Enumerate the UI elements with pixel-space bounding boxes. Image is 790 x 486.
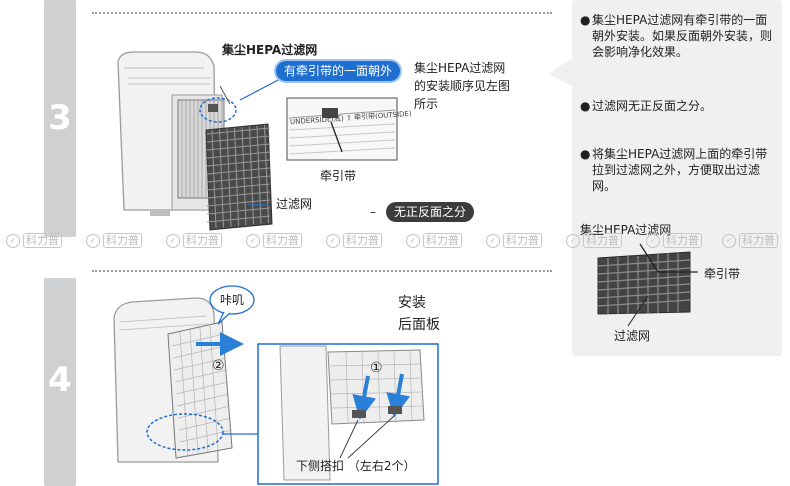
- panel-diagram-strap: 牵引带: [704, 267, 741, 281]
- watermark-6: ✓科力普: [406, 233, 462, 248]
- watermark-text: 科力普: [23, 233, 62, 248]
- bullet-text-3: 将集尘HEPA过滤网上面的牵引带拉到过滤网之外，方便取出过滤网。: [592, 147, 768, 193]
- bullet-dot: ●: [580, 13, 591, 27]
- watermark-text: 科力普: [103, 233, 142, 248]
- step-circle-1: ①: [370, 360, 383, 376]
- panel-diagram-filter: 过滤网: [614, 329, 651, 343]
- panel-bullet-3: ● 将集尘HEPA过滤网上面的牵引带拉到过滤网之外，方便取出过滤网。: [580, 146, 776, 194]
- step-3-number: 3: [48, 98, 72, 138]
- watermark-3: ✓科力普: [166, 233, 222, 248]
- watermark-text: 科力普: [423, 233, 462, 248]
- hepa-label: 集尘HEPA过滤网: [222, 43, 318, 57]
- bullet-text-2: 过滤网无正反面之分。: [592, 99, 713, 113]
- step-circle-2: ②: [212, 358, 225, 374]
- watermark-check-icon: ✓: [166, 233, 180, 248]
- watermark-1: ✓科力普: [6, 233, 62, 248]
- install-title-line-1: 安装: [398, 295, 426, 311]
- note-line-1: 集尘HEPA过滤网: [414, 61, 506, 75]
- bullet-dot: ●: [580, 99, 591, 113]
- bullet-text-1: 集尘HEPA过滤网有牵引带的一面朝外安装。如果反面朝外安装，则会影响净化效果。: [592, 13, 773, 59]
- pill-dash: –: [370, 205, 376, 219]
- watermark-check-icon: ✓: [566, 233, 580, 248]
- no-front-back-pill: 无正反面之分: [386, 202, 475, 222]
- watermark-check-icon: ✓: [246, 233, 260, 248]
- watermark-text: 科力普: [583, 233, 622, 248]
- strap-label: 牵引带: [320, 169, 357, 183]
- watermark-10: ✓科力普: [722, 233, 778, 248]
- watermark-text: 科力普: [263, 233, 302, 248]
- watermark-4: ✓科力普: [246, 233, 302, 248]
- note-line-3: 所示: [414, 97, 439, 111]
- watermark-check-icon: ✓: [86, 233, 100, 248]
- panel-bullet-2: ● 过滤网无正反面之分。: [580, 98, 776, 114]
- install-title-line-2: 后面板: [398, 317, 440, 333]
- watermark-text: 科力普: [739, 233, 778, 248]
- watermark-text: 科力普: [183, 233, 222, 248]
- watermark-check-icon: ✓: [722, 233, 736, 248]
- divider-top: [92, 12, 552, 14]
- watermark-9: ✓科力普: [646, 233, 702, 248]
- watermark-check-icon: ✓: [406, 233, 420, 248]
- note-line-2: 的安装顺序见左图: [414, 79, 511, 93]
- strap-side-out-pill: 有牵引带的一面朝外: [276, 61, 401, 81]
- step-4-number: 4: [48, 360, 72, 400]
- click-sound-bubble: 咔叽: [220, 293, 245, 307]
- step-3-bar: 3: [44, 0, 76, 237]
- watermark-check-icon: ✓: [646, 233, 660, 248]
- watermark-check-icon: ✓: [326, 233, 340, 248]
- watermark-text: 科力普: [663, 233, 702, 248]
- bullet-dot: ●: [580, 147, 591, 161]
- watermark-text: 科力普: [343, 233, 382, 248]
- watermark-text: 科力普: [503, 233, 542, 248]
- watermark-2: ✓科力普: [86, 233, 142, 248]
- bottom-clips-caption: 下侧搭扣 （左右2个）: [296, 459, 416, 473]
- filter-label: 过滤网: [276, 197, 313, 211]
- watermark-5: ✓科力普: [326, 233, 382, 248]
- watermark-check-icon: ✓: [6, 233, 20, 248]
- panel-bullet-1: ● 集尘HEPA过滤网有牵引带的一面朝外安装。如果反面朝外安装，则会影响净化效果…: [580, 12, 776, 60]
- step-4-bar: 4: [44, 278, 76, 486]
- watermark-7: ✓科力普: [486, 233, 542, 248]
- divider-middle: [92, 270, 552, 272]
- watermark-check-icon: ✓: [486, 233, 500, 248]
- watermark-8: ✓科力普: [566, 233, 622, 248]
